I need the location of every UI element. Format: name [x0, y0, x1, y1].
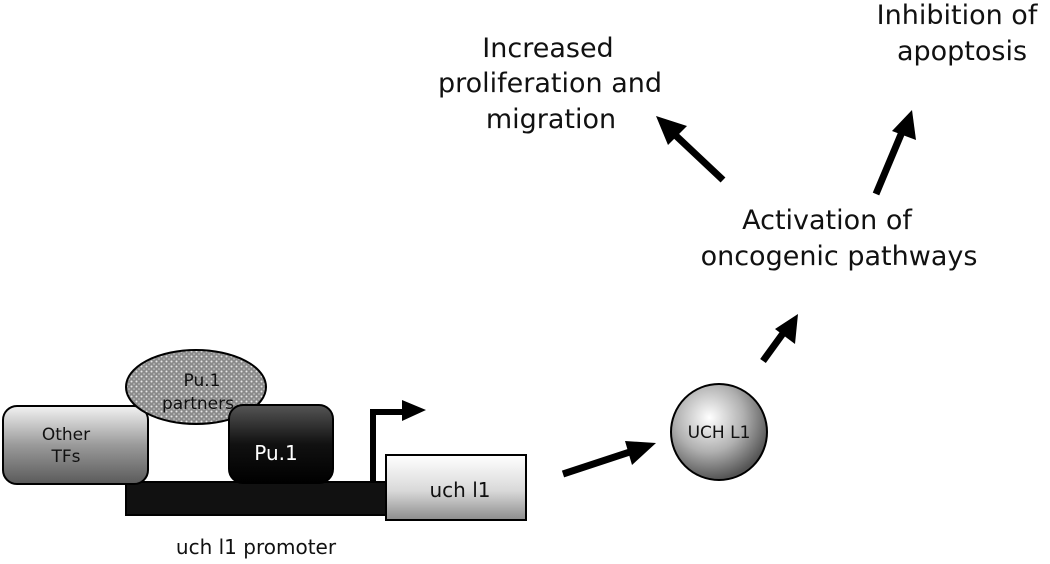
- activation-line1: Activation of: [742, 205, 913, 236]
- arrow-to-protein: [561, 441, 656, 478]
- outcome-proliferation-line2: proliferation and: [438, 68, 662, 99]
- arrow-to-activation: [760, 314, 798, 364]
- protein-label: UCH L1: [688, 423, 751, 443]
- pu1-partners-ellipse: Pu.1 partners: [125, 349, 267, 425]
- uch-l1-protein: UCH L1: [670, 383, 768, 481]
- gene-box: uch l1: [385, 454, 527, 521]
- pu1-partners-line1: Pu.1: [184, 371, 221, 391]
- other-tfs-box: Other TFs: [2, 405, 149, 485]
- activation-line2: oncogenic pathways: [701, 241, 978, 272]
- outcome-apoptosis-line1: Inhibition of: [877, 0, 1039, 31]
- pu1-box: Pu.1: [228, 404, 334, 484]
- other-tfs-line1: Other: [42, 425, 90, 445]
- promoter-bar: [125, 481, 393, 516]
- arrow-to-proliferation: [656, 116, 726, 183]
- pu1-partners-line2: partners: [162, 394, 234, 414]
- pu1-label: Pu.1: [254, 441, 297, 465]
- gene-label: uch l1: [430, 478, 491, 502]
- arrow-to-apoptosis: [872, 110, 916, 196]
- outcome-apoptosis-line2: apoptosis: [897, 36, 1027, 67]
- other-tfs-line2: TFs: [50, 447, 80, 467]
- transcription-start-arrow: [370, 400, 426, 488]
- outcome-proliferation-line1: Increased: [482, 33, 613, 64]
- promoter-caption: uch l1 promoter: [176, 535, 337, 559]
- outcome-proliferation-line3: migration: [486, 104, 616, 135]
